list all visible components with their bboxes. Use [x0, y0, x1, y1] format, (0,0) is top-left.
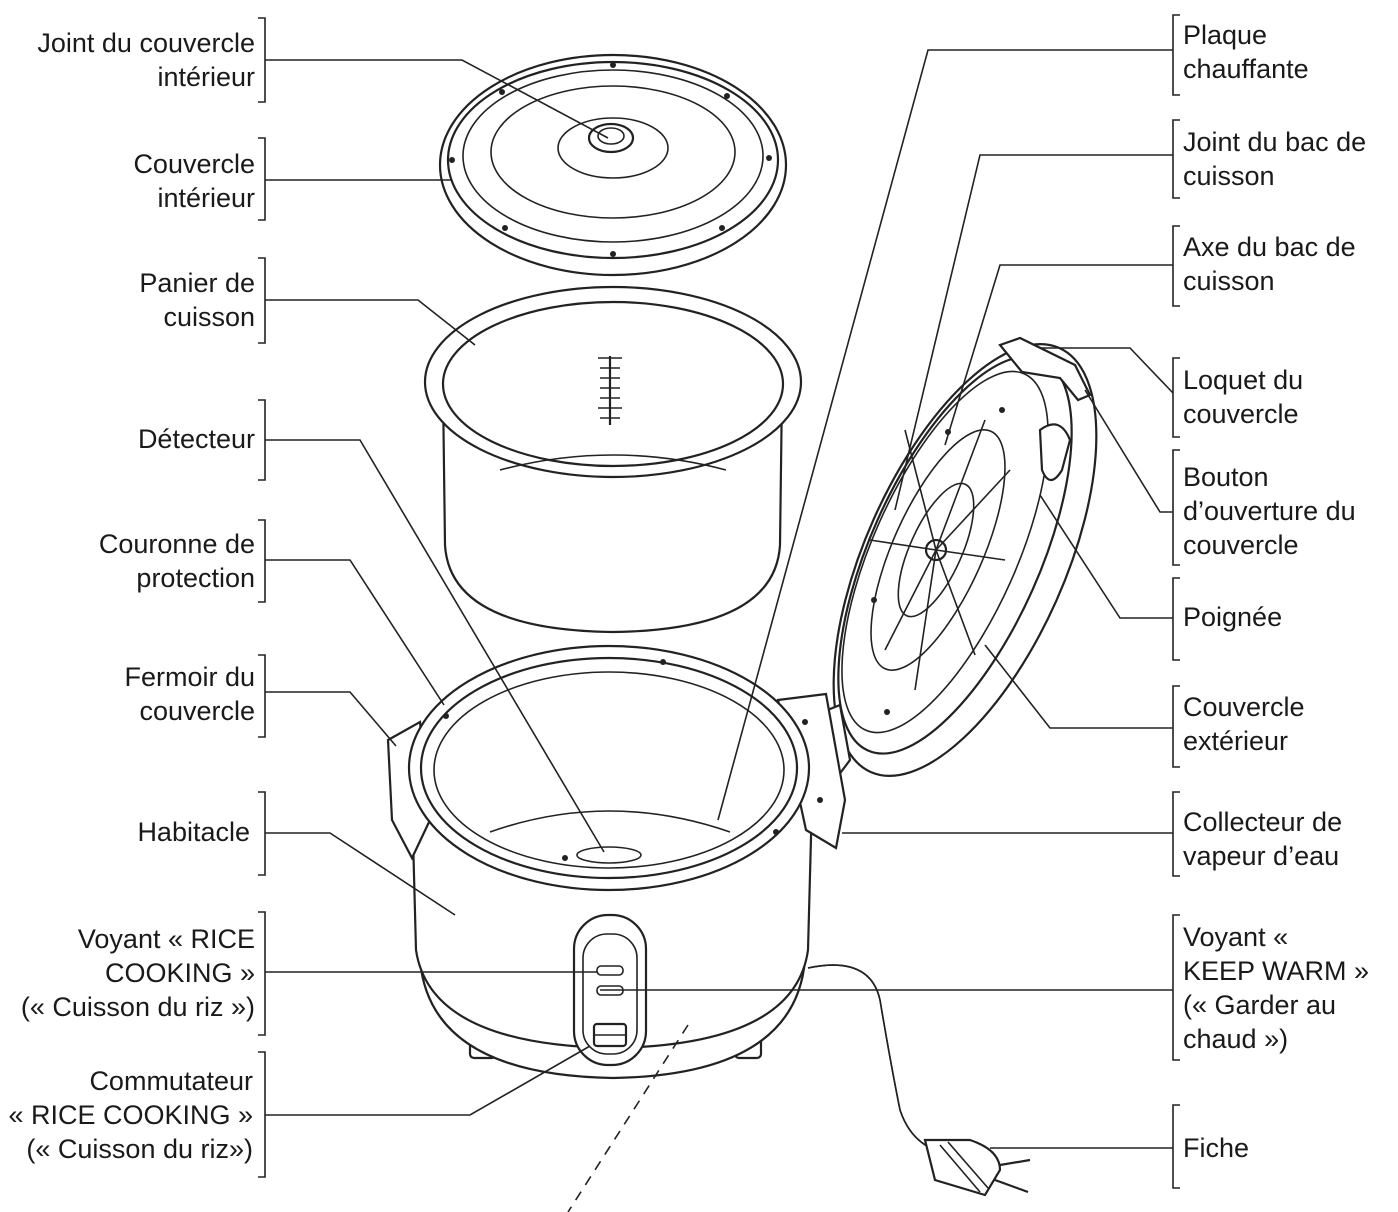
label-voyant-rice-cooking: Voyant « RICE COOKING » (« Cuisson du ri…	[20, 924, 255, 1022]
label-detecteur: Détecteur	[137, 424, 255, 454]
power-cord-drawing	[807, 964, 1031, 1197]
label-brackets	[258, 14, 1180, 1189]
label-habitacle: Habitacle	[137, 817, 250, 847]
label-axe-bac-cuisson: Axe du bac de cuisson	[1183, 232, 1356, 296]
outer-lid-drawing	[813, 336, 1098, 782]
label-poignee: Poignée	[1183, 602, 1283, 632]
label-couvercle-interieur: Couvercle intérieur	[133, 149, 255, 213]
leader-lines	[265, 49, 1174, 1149]
cooker-body-drawing	[386, 644, 847, 1212]
label-joint-couvercle-interieur: Joint du couvercle intérieur	[37, 28, 255, 92]
label-fermoir-couvercle: Fermoir du couvercle	[124, 662, 255, 726]
inner-lid-drawing	[438, 53, 788, 277]
label-plaque-chauffante: Plaque chauffante	[1183, 20, 1309, 84]
label-loquet-couvercle: Loquet du couvercle	[1183, 365, 1304, 429]
label-collecteur-vapeur: Collecteur de vapeur d’eau	[1183, 807, 1343, 871]
label-joint-bac-cuisson: Joint du bac de cuisson	[1183, 127, 1367, 191]
label-bouton-ouverture: Bouton d’ouverture du couvercle	[1183, 462, 1356, 560]
cooking-basket-drawing	[423, 285, 803, 634]
label-couronne-protection: Couronne de protection	[98, 529, 255, 593]
label-fiche: Fiche	[1183, 1133, 1250, 1163]
label-panier-cuisson: Panier de cuisson	[139, 268, 255, 332]
label-voyant-keep-warm: Voyant « KEEP WARM » (« Garder au chaud …	[1183, 922, 1370, 1054]
label-commutateur-rice-cooking: Commutateur « RICE COOKING » (« Cuisson …	[8, 1066, 253, 1164]
label-couvercle-exterieur: Couvercle extérieur	[1183, 692, 1305, 756]
